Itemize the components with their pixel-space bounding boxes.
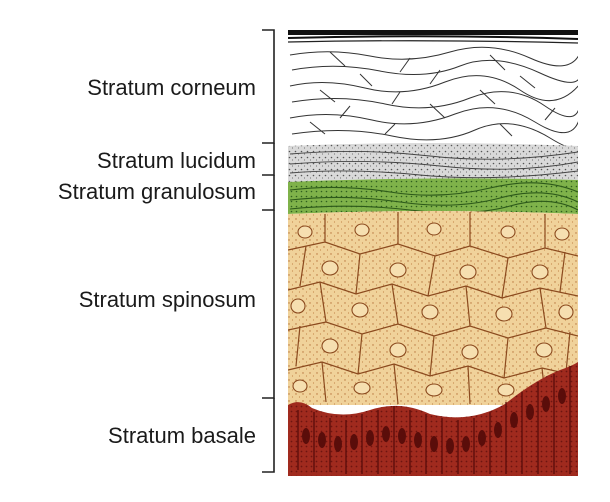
label-stratum-spinosum: Stratum spinosum (79, 287, 256, 312)
spinosum-layer (288, 211, 578, 405)
granulosum-layer (288, 178, 578, 214)
bracket-granulosum (262, 175, 274, 210)
label-stratum-corneum: Stratum corneum (87, 75, 256, 100)
label-stratum-basale: Stratum basale (108, 423, 256, 448)
label-stratum-granulosum: Stratum granulosum (58, 179, 256, 204)
bracket-spinosum (262, 210, 274, 398)
layer-labels: Stratum corneum Stratum lucidum Stratum … (58, 75, 256, 448)
bracket-lucidum (262, 143, 274, 175)
skin-section-illustration (288, 30, 582, 476)
label-stratum-lucidum: Stratum lucidum (97, 148, 256, 173)
layer-brackets (262, 30, 274, 472)
bracket-basale (262, 398, 274, 472)
corneum-layer (288, 30, 582, 149)
lucidum-layer (288, 143, 578, 182)
bracket-corneum (262, 30, 274, 143)
